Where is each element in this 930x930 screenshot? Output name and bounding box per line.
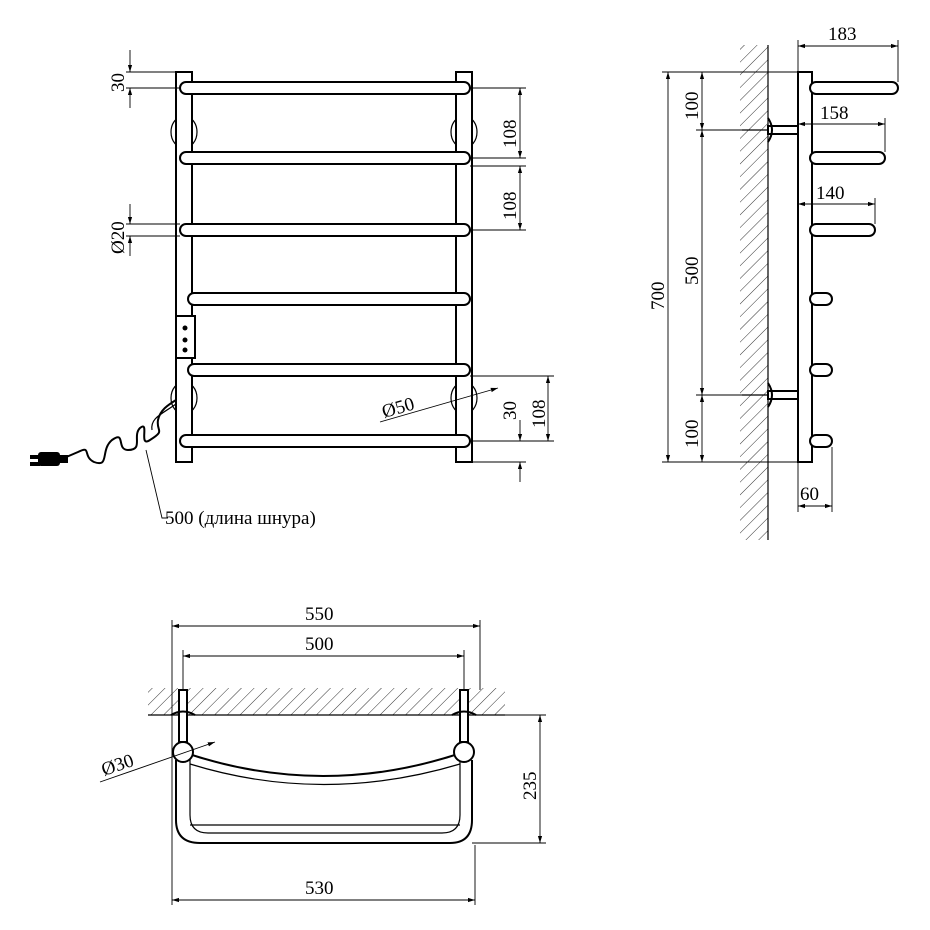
side-panel — [797, 71, 813, 463]
dim-total-width: 550 — [305, 604, 334, 625]
dim-ball-diameter: Ø30 — [99, 750, 137, 781]
dim-depth-bottom: 60 — [800, 484, 819, 505]
dim-mount-spacing: 500 — [682, 257, 703, 286]
top-frame — [175, 751, 473, 844]
dim-mount-width: 500 — [305, 634, 334, 655]
dim-total-height: 700 — [648, 282, 669, 311]
side-rails — [809, 81, 899, 448]
wall-mounts — [742, 117, 799, 408]
front-left-dims: 30 Ø20 — [108, 50, 180, 256]
dim-top-offset: 30 — [108, 73, 129, 92]
top-view: 550 500 530 235 Ø30 — [99, 604, 546, 905]
right-ball — [453, 741, 475, 763]
dim-flange-diameter: Ø50 — [380, 394, 417, 423]
dim-depth: 235 — [520, 772, 541, 801]
right-post — [455, 71, 473, 463]
rails — [179, 81, 471, 448]
dim-bottom-spacing: 108 — [529, 400, 550, 429]
dim-bottom-width: 530 — [305, 878, 334, 899]
front-view: 500 (длина шнура) 30 Ø20 108 108 — [30, 50, 554, 529]
dim-depth-third: 140 — [816, 183, 845, 204]
dim-rail-spacing-2: 108 — [500, 192, 521, 221]
dim-bottom-offset: 30 — [500, 401, 521, 420]
wall-hatch-top — [148, 688, 505, 715]
dim-rail-diameter: Ø20 — [108, 221, 129, 254]
left-ball — [172, 741, 194, 763]
side-view: 700 100 500 100 183 158 140 60 — [648, 24, 899, 540]
cord-length-label: 500 (длина шнура) — [165, 508, 316, 529]
wall-hatch — [740, 45, 768, 540]
power-cord — [30, 399, 177, 466]
control-box — [175, 315, 196, 359]
dim-rail-spacing-1: 108 — [500, 120, 521, 149]
dim-bottom-to-mount: 100 — [682, 420, 703, 449]
dim-top-to-mount: 100 — [682, 92, 703, 121]
dim-depth-mid: 158 — [820, 103, 849, 124]
left-post — [175, 71, 193, 463]
plug-icon — [30, 452, 68, 466]
dim-depth-top: 183 — [828, 24, 857, 45]
